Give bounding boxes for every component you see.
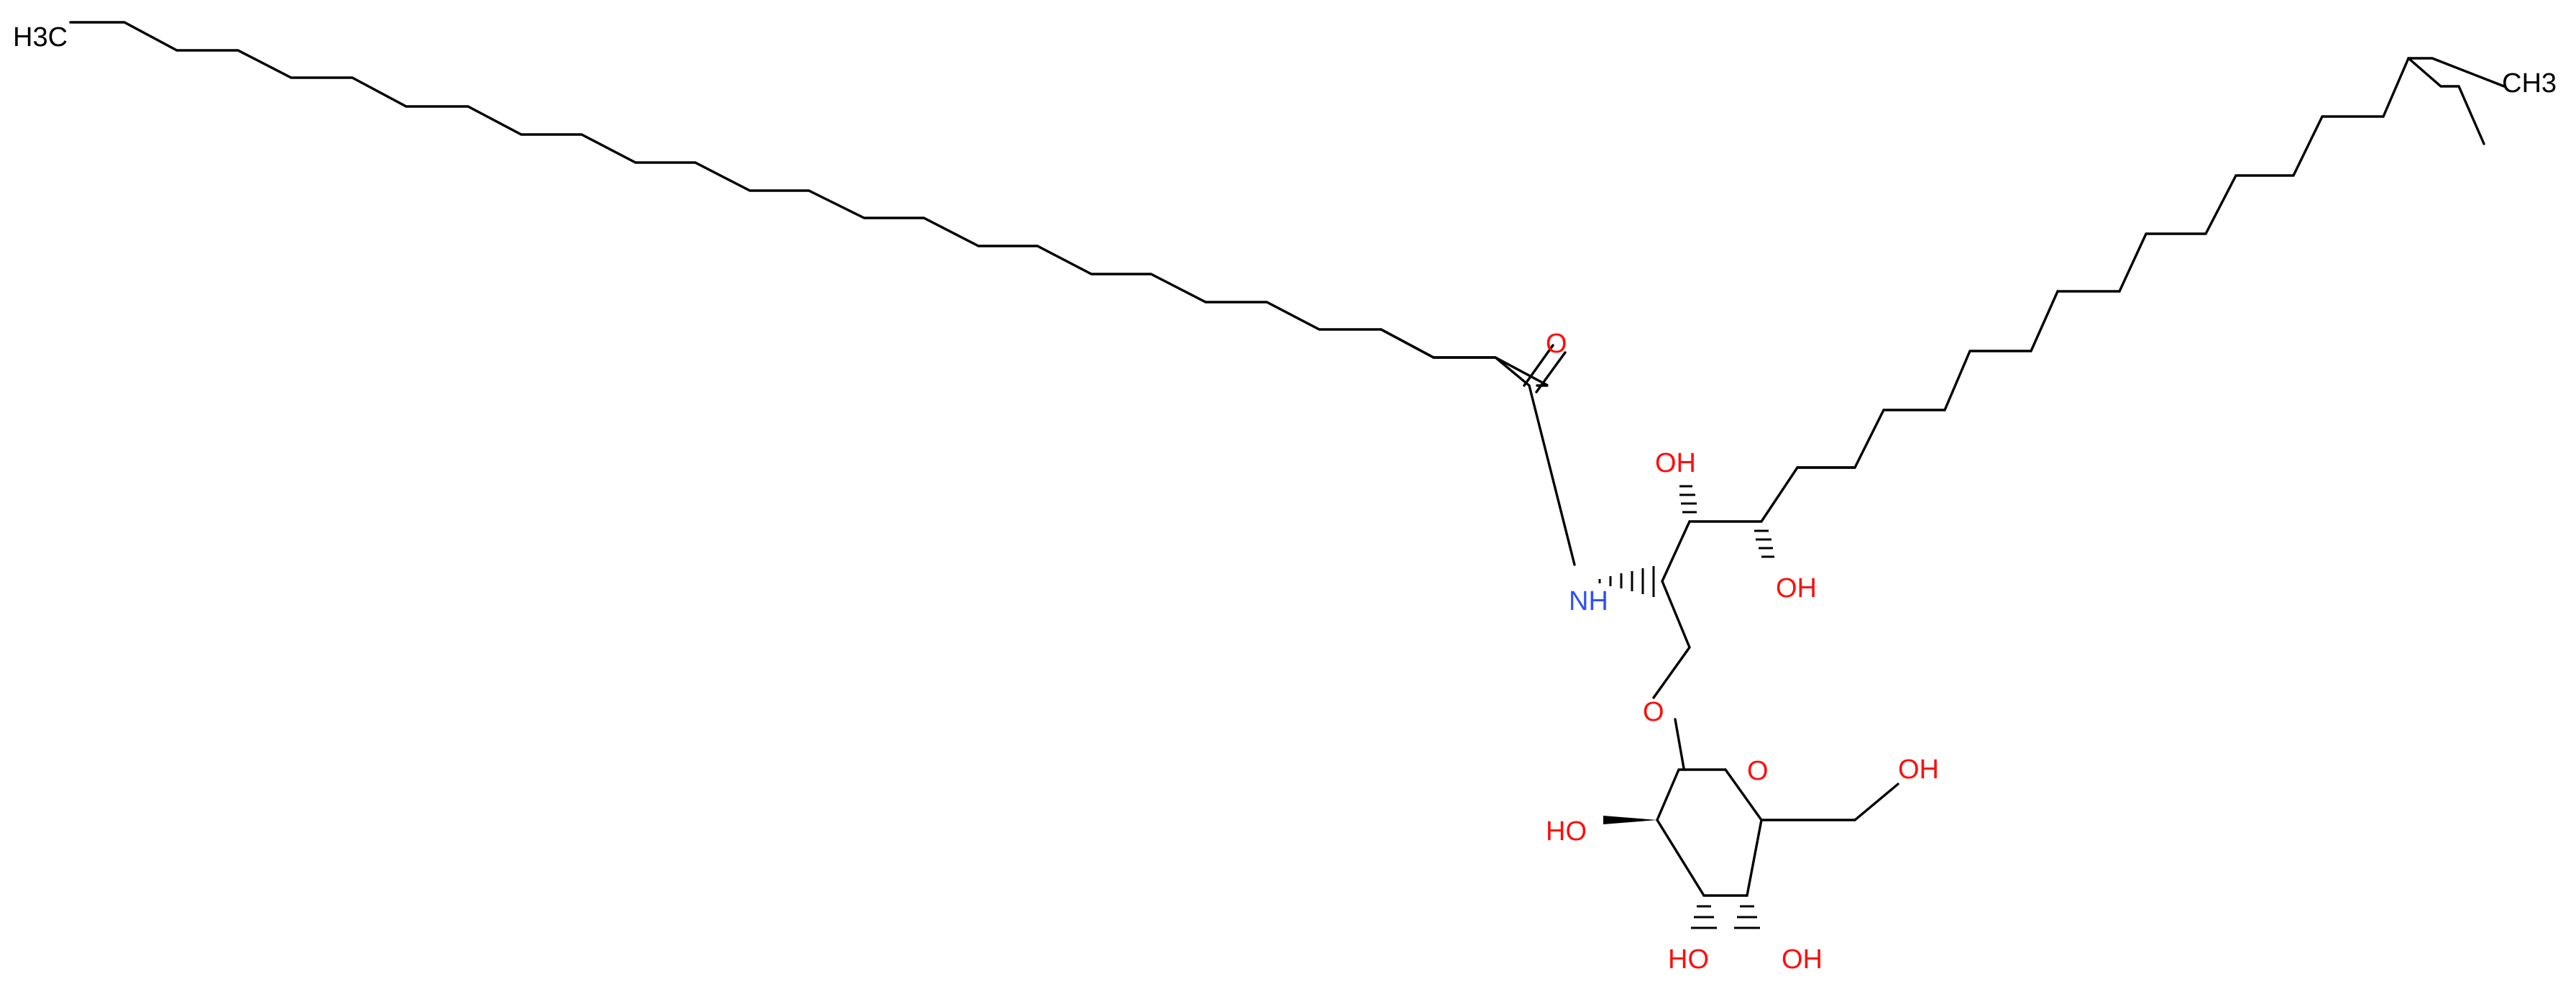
c6-bonds xyxy=(1760,783,1899,821)
alkyl-chain-bonds xyxy=(1796,57,2506,469)
c2-sugar-wedge xyxy=(1603,816,1657,824)
c4-oh-hash-bond xyxy=(1754,529,1774,558)
glycosidic-oxygen-label: O xyxy=(1643,697,1664,727)
right-methyl-label: CH3 xyxy=(2502,68,2557,99)
sugar-ring-bonds xyxy=(1656,768,1763,897)
alkyl-chain-top xyxy=(2407,57,2485,145)
c2-sugar-hydroxyl-label: HO xyxy=(1546,816,1587,847)
carbonyl-bond-1 xyxy=(1523,344,1554,387)
carbonyl-n-bond xyxy=(1528,384,1576,566)
amide-nh-label: NH xyxy=(1569,586,1608,616)
c1-bonds xyxy=(1652,580,1691,699)
backbone-bonds xyxy=(1661,466,1856,583)
c3-sugar-hydroxyl-label: HO xyxy=(1668,944,1709,975)
c6-hydroxyl-label: OH xyxy=(1898,755,1939,785)
ring-oxygen-label: O xyxy=(1747,756,1769,786)
c4-sugar-hash-bond xyxy=(1734,905,1760,929)
c4-sugar-hydroxyl-label: OH xyxy=(1782,944,1823,975)
c3-sugar-hash-bond xyxy=(1691,905,1717,929)
amide-oxygen-label: O xyxy=(1546,329,1567,359)
n-c2-hash-bond xyxy=(1598,566,1655,597)
left-methyl-label: H3C xyxy=(13,22,68,53)
acyl-chain-bonds xyxy=(69,21,1549,387)
anomeric-bond xyxy=(1674,718,1685,770)
acyl-chain-to-carbonyl xyxy=(1380,328,1531,387)
carbonyl-bond-2 xyxy=(1535,351,1567,393)
c3-hydroxyl-label: OH xyxy=(1655,448,1696,478)
c4-hydroxyl-label: OH xyxy=(1776,573,1817,603)
c3-oh-hash-bond xyxy=(1679,485,1697,514)
